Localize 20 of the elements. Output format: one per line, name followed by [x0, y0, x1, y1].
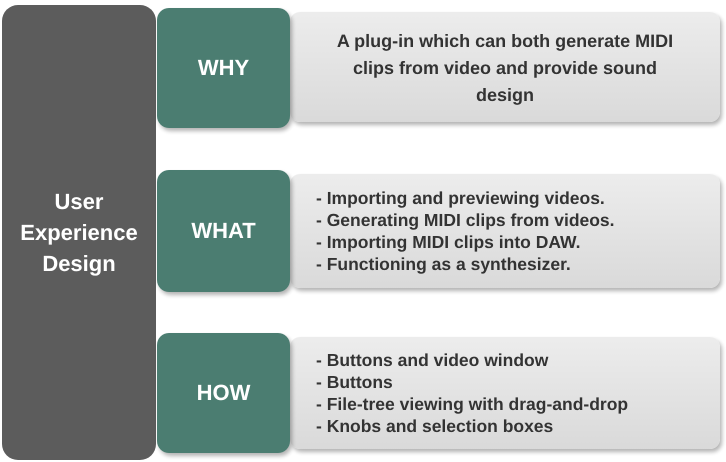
description-text: A plug-in which can both generate MIDI clips from video and provide sound design [336, 30, 674, 107]
list-item: - Importing and previewing videos. [316, 187, 606, 209]
list-item: - Generating MIDI clips from videos. [316, 209, 616, 231]
list-item: - Buttons [316, 371, 394, 393]
section-title: User Experience Design [19, 188, 139, 278]
category-box [157, 333, 290, 453]
category-label: WHAT [191, 218, 256, 244]
category-label: HOW [196, 380, 250, 406]
section-panel [2, 5, 156, 460]
list-item: - Functioning as a synthesizer. [316, 253, 572, 275]
category-box [157, 8, 290, 128]
category-label: WHY [198, 55, 250, 81]
content-box [290, 337, 720, 449]
content-box [290, 174, 720, 288]
list-item: - Buttons and video window [316, 349, 550, 371]
category-box [157, 170, 290, 292]
content-box [290, 12, 720, 122]
list-item: - File-tree viewing with drag-and-drop [316, 393, 630, 415]
list-item: - Importing MIDI clips into DAW. [316, 231, 582, 253]
list-item: - Knobs and selection boxes [316, 415, 554, 437]
